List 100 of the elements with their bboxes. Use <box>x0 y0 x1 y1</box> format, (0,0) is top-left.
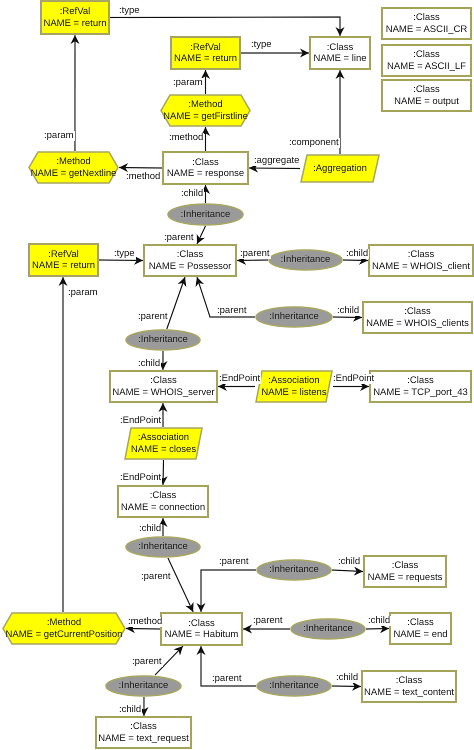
edge-label: :method <box>127 617 164 626</box>
node-type: :Class <box>176 249 204 260</box>
refval-box <box>170 36 241 70</box>
edge-label: :child <box>367 616 392 626</box>
edge-label: :type <box>118 6 141 16</box>
node-type: :Class <box>192 156 219 168</box>
node-name: NAME = output <box>394 96 459 107</box>
node-name: NAME = requests <box>368 572 442 583</box>
node-type: :Inheritance <box>303 623 353 635</box>
arrow <box>249 164 300 173</box>
node-type: :Inheritance <box>138 334 188 346</box>
node-type: :Inheritance <box>180 208 230 220</box>
class-box <box>309 36 371 70</box>
node-name: NAME = WHOIS_client <box>372 260 470 272</box>
class-box <box>363 555 447 588</box>
arrow <box>196 646 256 687</box>
edge-label: :param <box>43 131 75 140</box>
association-parallelogram <box>124 427 203 460</box>
edge-label: :parent <box>216 306 248 316</box>
refval-box <box>28 243 99 277</box>
node-name: NAME = getNextline <box>30 168 116 179</box>
method-hexagon <box>28 151 119 184</box>
node-name: NAME = getFirstline <box>163 110 248 122</box>
class-box <box>389 612 452 645</box>
node-name: NAME = text_request <box>98 732 189 744</box>
method-hexagon <box>160 94 251 127</box>
edge-label: :method <box>168 133 204 142</box>
arrow <box>196 226 206 244</box>
edge-label: :parent <box>163 233 195 242</box>
edge-label: :parent <box>252 616 284 626</box>
arrow <box>158 518 168 536</box>
arrow <box>332 682 362 691</box>
arrow <box>243 624 290 634</box>
class-box <box>143 244 237 277</box>
edge-label: :child <box>180 189 204 198</box>
node-type: :Association <box>268 375 320 386</box>
inheritance-ellipse <box>256 675 332 697</box>
node-type: :Class <box>407 617 434 628</box>
node-type: :Class <box>326 42 354 53</box>
edge-label: :component <box>288 138 340 148</box>
edge-label: :param <box>172 78 204 88</box>
arrow <box>196 569 256 612</box>
node-name: NAME = end <box>393 628 448 640</box>
edge-label: :child <box>335 673 360 682</box>
edge-label: :EndPoint <box>119 473 162 482</box>
edge-label: :child <box>345 249 370 258</box>
node-type: :Aggregation <box>313 162 367 174</box>
class-box <box>362 301 473 334</box>
class-box <box>117 485 209 518</box>
inheritance-ellipse <box>167 203 244 226</box>
node-type: :Inheritance <box>280 254 330 266</box>
node-name: NAME = getCurrentPosition <box>6 628 122 640</box>
arrow <box>158 403 168 427</box>
node-name: NAME = WHOIS_server <box>112 386 215 398</box>
refval-box <box>40 0 110 35</box>
node-name: NAME = Habitum <box>164 629 238 640</box>
node-name: NAME = Possessor <box>148 260 232 272</box>
class-box <box>95 716 192 749</box>
association-parallelogram <box>300 154 380 183</box>
node-name: NAME = ASCII_CR <box>386 24 468 35</box>
edge-label: :EndPoint <box>218 374 262 384</box>
node-type: :Class <box>408 249 434 260</box>
edge-label: :parent <box>211 674 243 684</box>
arrow <box>201 70 210 94</box>
inheritance-ellipse <box>125 329 201 351</box>
arrow <box>332 566 364 576</box>
arrow <box>110 16 344 36</box>
edge-label: :EndPoint <box>119 416 162 426</box>
method-hexagon <box>2 612 126 645</box>
node-name: NAME = return <box>43 18 107 29</box>
node-name: NAME = listens <box>261 386 327 398</box>
node-type: :Inheritance <box>269 311 319 323</box>
node-type: :RefVal <box>60 6 90 18</box>
class-box <box>368 244 474 277</box>
arrow <box>241 48 309 58</box>
edge-label: :type <box>250 40 273 50</box>
node-name: NAME = WHOIS_clients <box>366 318 469 329</box>
edge-label: :type <box>113 249 136 258</box>
edge-label: :child <box>337 557 362 566</box>
node-name: NAME = TCP_port_43 <box>373 386 468 398</box>
node-type: :RefVal <box>48 248 79 260</box>
node-type: :Class <box>188 618 215 629</box>
node-type: :Method <box>188 99 223 110</box>
edge-label: :parent <box>140 572 172 582</box>
arrow <box>333 382 369 391</box>
inheritance-ellipse <box>255 306 333 328</box>
arrow <box>218 382 255 391</box>
node-name: NAME = return <box>174 53 238 64</box>
node-type: :Class <box>150 375 177 386</box>
arrow <box>336 70 344 154</box>
node-type: :Class <box>130 721 157 732</box>
node-type: :Inheritance <box>269 564 319 576</box>
class-box <box>381 44 472 77</box>
edge-label: :parent <box>137 312 169 322</box>
edge-label: :parent <box>218 557 250 566</box>
node-name: NAME = line <box>313 53 367 64</box>
arrow <box>99 256 143 265</box>
node-name: NAME = response <box>166 168 244 180</box>
node-name: NAME = text_content <box>364 686 454 698</box>
inheritance-ellipse <box>125 536 201 558</box>
